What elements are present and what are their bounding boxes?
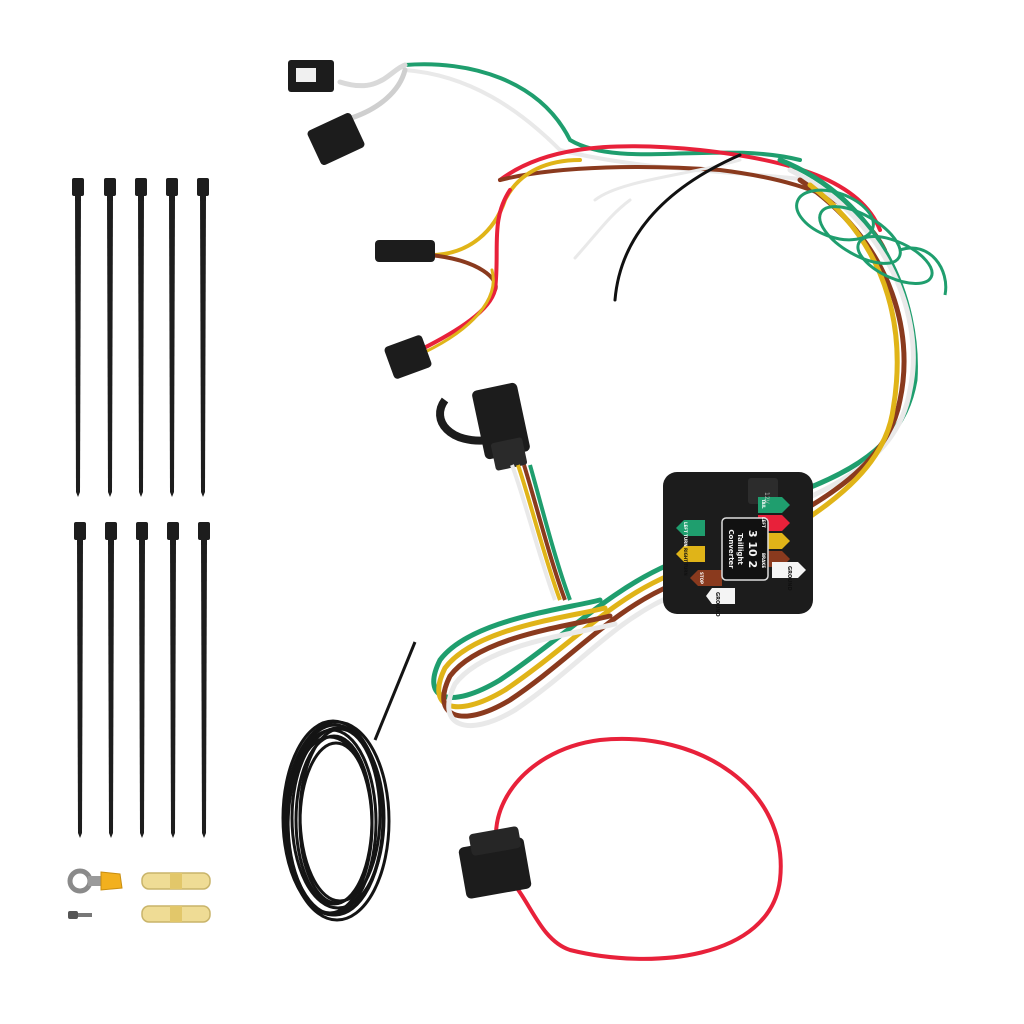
- fuse-wire: [493, 736, 783, 961]
- connector-icon: [384, 335, 432, 379]
- arrow-green-left: [676, 520, 705, 536]
- zip-tie-icon: [104, 178, 116, 497]
- zip-tie-icon: [197, 178, 209, 497]
- lower-wire-loop: [431, 562, 677, 728]
- arrow-yellow-left: [676, 546, 705, 562]
- fuse-holder-icon: [458, 826, 532, 899]
- module-model: 3 10 2: [746, 530, 759, 568]
- harness-wires: [337, 62, 887, 354]
- screw-icon: [68, 911, 92, 919]
- module-name-line2: Converter: [727, 529, 735, 569]
- module-name-line1: Taillight: [736, 533, 744, 565]
- arrow-ground-left: [706, 588, 735, 604]
- zip-tie-icon: [167, 522, 179, 838]
- module-label-stop: STOP: [699, 572, 704, 584]
- zip-tie-icon: [198, 522, 210, 838]
- module-label-left: LEFT: [761, 517, 766, 528]
- wire-coil-icon: [281, 641, 417, 922]
- zip-tie-icon: [72, 178, 84, 497]
- main-wire-bundle: [777, 157, 918, 528]
- module-label-right-turn: RIGHT TURN: [683, 548, 688, 576]
- ring-terminal-icon: [67, 868, 123, 894]
- module-label-right: RIGHT: [761, 535, 766, 549]
- butt-connector-icon: [141, 905, 211, 923]
- zip-tie-icon: [166, 178, 178, 497]
- module-ground-right: GROUND: [786, 566, 792, 591]
- connector-icon: [307, 112, 365, 166]
- zip-tie-icon: [105, 522, 117, 838]
- arrow-brown-left: [690, 570, 722, 586]
- module-label-tail: TAIL: [761, 499, 766, 509]
- module-label-brake: BRAKE: [761, 553, 766, 568]
- zip-ties-top: [72, 178, 209, 497]
- taillight-converter-module: 3 10 2 Taillight Converter 12V GROUND GR…: [663, 472, 813, 617]
- butt-connector-icon: [141, 872, 211, 890]
- green-wire-coil: [795, 188, 948, 296]
- zip-tie-icon: [74, 522, 86, 838]
- module-label-left-turn: LEFT TURN: [683, 522, 688, 547]
- module-ground-left: GROUND: [714, 592, 720, 617]
- connector-icon: [375, 240, 435, 262]
- zip-tie-icon: [135, 178, 147, 497]
- module-voltage: 12V: [763, 492, 770, 505]
- four-way-flat-connector: [436, 382, 530, 471]
- flat-connector-wires: [510, 464, 572, 601]
- zip-tie-icon: [136, 522, 148, 838]
- arrow-green-right: [758, 497, 790, 513]
- connector-icon: [288, 60, 334, 92]
- zip-ties-bottom: [74, 522, 210, 838]
- arrow-ground-right: [772, 562, 806, 578]
